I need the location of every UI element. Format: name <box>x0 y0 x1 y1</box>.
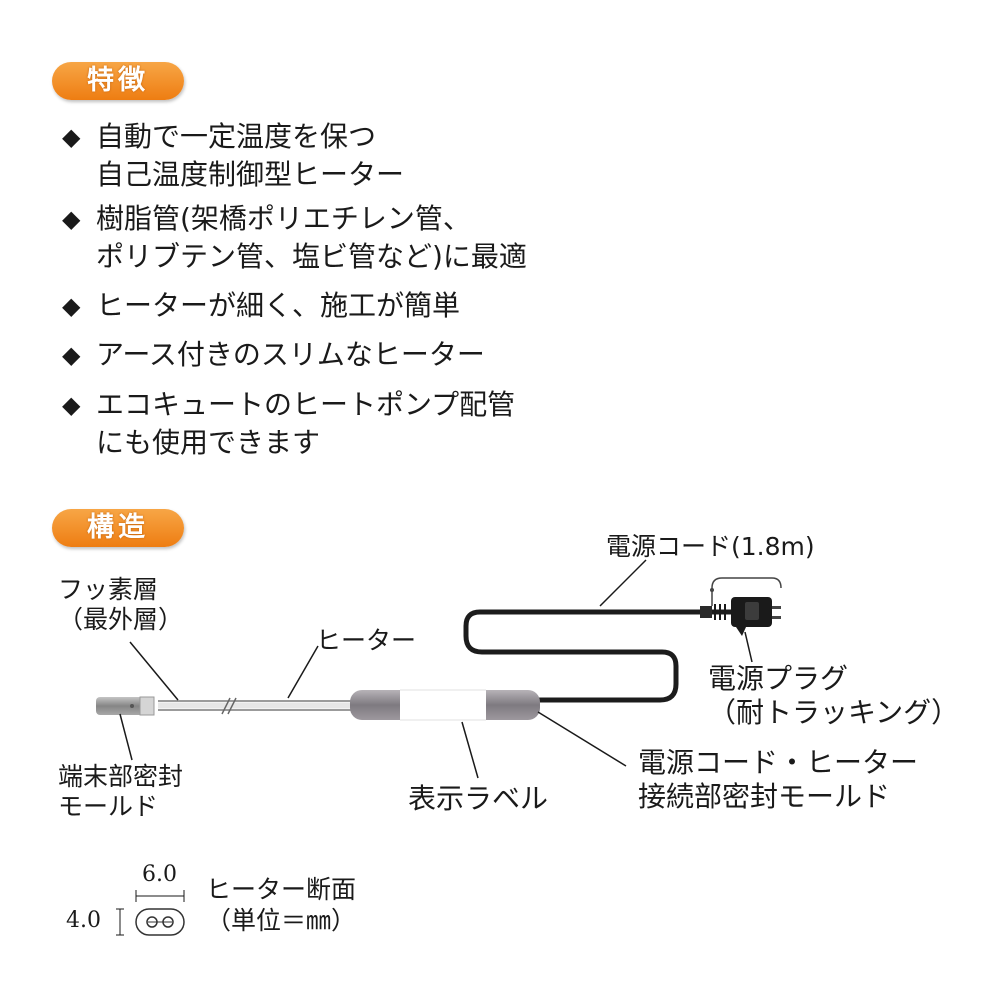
feature-item: ◆ 自動で一定温度を保つ 自己温度制御型ヒーター <box>62 118 404 194</box>
heater-wire <box>158 697 354 715</box>
diamond-bullet-icon: ◆ <box>62 341 81 369</box>
joint-seal-mold <box>350 689 540 721</box>
features-badge: 特徴 <box>52 62 184 100</box>
feature-line: エコキュートのヒートポンプ配管 <box>96 388 516 421</box>
power-cord-label: 電源コード(1.8m) <box>606 532 815 561</box>
unit-note: （単位＝㎜） <box>206 906 357 936</box>
structure-badge: 構造 <box>52 509 184 547</box>
end-seal-mold <box>96 696 155 716</box>
feature-line: アース付きのスリムなヒーター <box>96 338 485 371</box>
cross-section-height: 4.0 <box>66 908 101 933</box>
feature-line: 樹脂管(架橋ポリエチレン管、 <box>96 202 471 235</box>
fluorine-layer-label: フッ素層 （最外層） <box>58 575 184 634</box>
feature-line: ポリブテン管、塩ビ管など)に最適 <box>96 240 527 273</box>
diamond-bullet-icon: ◆ <box>62 292 81 320</box>
heater-cross-section <box>135 908 185 936</box>
feature-item: ◆ 樹脂管(架橋ポリエチレン管、 ポリブテン管、塩ビ管など)に最適 <box>62 200 527 276</box>
power-cord <box>463 609 735 703</box>
diamond-bullet-icon: ◆ <box>62 391 81 419</box>
feature-line: ヒーターが細く、施工が簡単 <box>96 289 461 322</box>
cross-section-title: ヒーター断面 （単位＝㎜） <box>206 875 357 936</box>
feature-item: ◆ アース付きのスリムなヒーター <box>62 336 485 374</box>
leader-lines <box>116 559 753 936</box>
feature-line: にも使用できます <box>96 426 321 459</box>
diamond-bullet-icon: ◆ <box>62 123 81 151</box>
joint-mold-label: 電源コード・ヒーター 接続部密封モールド <box>638 746 919 813</box>
end-mold-label: 端末部密封 モールド <box>58 762 184 821</box>
power-plug-icon <box>700 577 782 636</box>
diamond-bullet-icon: ◆ <box>62 205 81 233</box>
display-label-label: 表示ラベル <box>408 782 549 815</box>
feature-item: ◆ エコキュートのヒートポンプ配管 にも使用できます <box>62 386 515 462</box>
feature-item: ◆ ヒーターが細く、施工が簡単 <box>62 287 460 325</box>
cross-section-width: 6.0 <box>142 862 177 887</box>
feature-line: 自己温度制御型ヒーター <box>96 158 405 191</box>
feature-line: 自動で一定温度を保つ <box>96 120 377 153</box>
power-plug-label: 電源プラグ （耐トラッキング） <box>708 662 960 729</box>
heater-label: ヒーター <box>316 626 417 655</box>
